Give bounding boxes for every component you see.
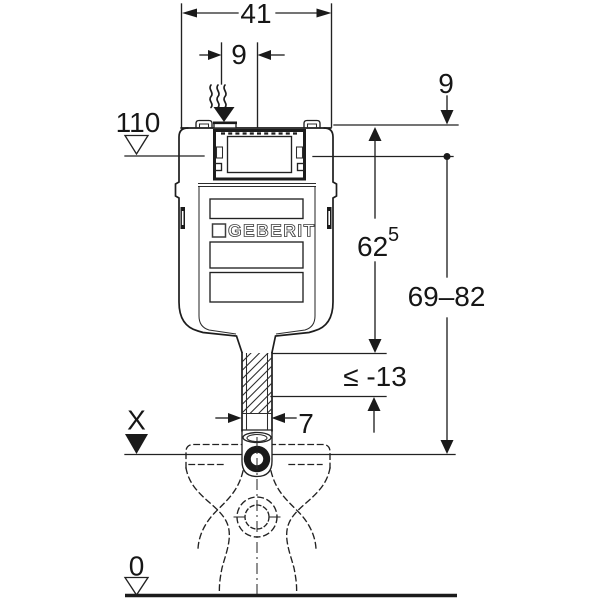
- panel-top: [209, 198, 304, 220]
- flush-pipe: [241, 351, 273, 594]
- arrow-right-icon: [208, 50, 222, 60]
- fixing-lug-right-notch: [306, 123, 318, 128]
- level-zero: 0: [123, 551, 457, 598]
- inlet-arrow-icon: [213, 107, 235, 122]
- cistern-height-label: 62: [357, 231, 388, 262]
- fixing-lug-right: [303, 119, 321, 129]
- arrow-left-icon: [271, 413, 285, 423]
- cistern-left-edge: [174, 127, 243, 354]
- geberit-logo: GEBERIT: [211, 220, 316, 241]
- level-triangle-icon: [123, 134, 150, 156]
- arrow-up-icon: [367, 397, 381, 411]
- concealed-cistern: GEBERIT: [174, 119, 338, 354]
- pan-outer-left: [185, 467, 230, 595]
- access-frame: [213, 129, 306, 181]
- supply-offset-label: 9: [231, 39, 247, 70]
- cistern-height-superscript: 5: [388, 224, 399, 246]
- fixing-lug-left: [195, 119, 213, 129]
- level-x: X: [124, 405, 456, 456]
- dim-flush-bend-depth: ≤ -13: [270, 361, 407, 433]
- pan-inner-right: [270, 470, 317, 550]
- fixing-lug-left-notch: [198, 123, 210, 128]
- access-inner-frame: [226, 135, 293, 174]
- hatch-lines: [242, 353, 272, 414]
- dim-supply-offset: 9: [199, 39, 285, 128]
- cistern-width-label: 41: [240, 0, 271, 29]
- access-opening: [198, 129, 316, 188]
- dim-install-height: 69–82: [408, 159, 486, 454]
- water-level-label: 110: [116, 107, 161, 138]
- pan-inner-left: [197, 470, 244, 550]
- level-zero-label: 0: [129, 551, 145, 582]
- dim-top-offset: 9: [333, 68, 459, 126]
- water-wave-icon: [223, 84, 227, 109]
- logo-square-icon: [211, 223, 227, 238]
- panel-bottom: [209, 271, 304, 303]
- water-wave-icon: [209, 84, 213, 109]
- arrow-down-icon: [440, 440, 454, 454]
- pipe-width-label: 7: [298, 408, 314, 439]
- arrow-up-icon: [368, 127, 382, 141]
- front-panels: [209, 198, 304, 303]
- frame-clip-left: [213, 162, 223, 172]
- pan-outer-right: [286, 467, 331, 595]
- wc-pan-outline: [185, 443, 331, 595]
- level-x-triangle-icon: [125, 434, 148, 454]
- level-x-label: X: [127, 405, 146, 436]
- dim-cistern-height: 62 5: [272, 127, 399, 355]
- arrow-right-icon: [316, 8, 332, 18]
- install-height-label: 69–82: [408, 281, 486, 312]
- cistern-inner-left: [198, 186, 237, 335]
- arrow-left-icon: [257, 50, 271, 60]
- reference-dot: [443, 153, 451, 160]
- cistern-inner-right: [275, 186, 316, 335]
- water-wave-icon: [216, 84, 220, 109]
- bend-depth-label: ≤ -13: [343, 361, 407, 392]
- level-110: 110: [116, 107, 454, 160]
- arrow-right-icon: [228, 413, 242, 423]
- water-supply-inlet: [209, 84, 235, 122]
- arrow-down-icon: [440, 110, 454, 125]
- pan-top-edge: [185, 443, 331, 469]
- arrow-left-icon: [182, 8, 197, 18]
- cistern-right-edge: [271, 127, 338, 354]
- dim-pipe-width: 7: [215, 408, 314, 439]
- level-triangle-icon: [123, 576, 150, 597]
- arrow-down-icon: [368, 339, 382, 353]
- frame-boss-right: [295, 146, 304, 159]
- frame-boss-left: [215, 146, 224, 159]
- top-offset-label: 9: [438, 68, 454, 99]
- brand-logo-text: GEBERIT: [228, 221, 316, 241]
- frame-clip-right: [296, 162, 306, 172]
- panel-middle: [209, 241, 304, 269]
- dim-cistern-width: 41: [180, 0, 333, 128]
